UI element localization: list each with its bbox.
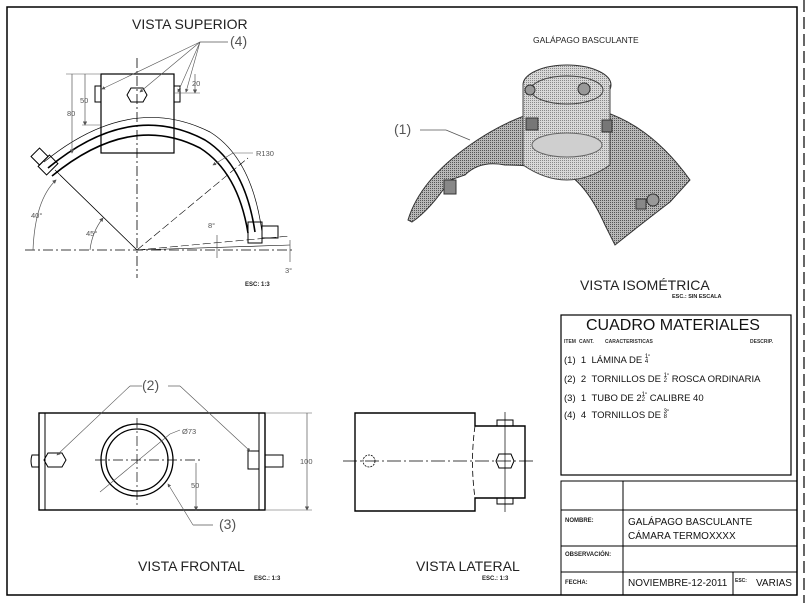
callout-1: (1) xyxy=(394,121,412,137)
dim-20: 20 xyxy=(192,79,201,88)
sheet-frame xyxy=(6,0,805,603)
materials-row-qty: 1 xyxy=(580,393,587,404)
materials-row-item: (4) xyxy=(564,410,576,421)
iso-view-scale: ESC.: SIN ESCALA xyxy=(672,294,722,300)
fecha-value: NOVIEMBRE-12-2011 xyxy=(628,578,728,589)
esc-value: VARIAS xyxy=(756,578,792,589)
nombre-line2: CÁMARA TERMOXXXX xyxy=(628,531,736,542)
dim-r130: R130 xyxy=(256,149,274,158)
callout-2: (2) xyxy=(142,377,160,393)
isometric-view xyxy=(407,64,691,246)
esc-label: ESC: xyxy=(735,578,747,584)
front-view-scale: ESC.: 1:3 xyxy=(254,576,281,582)
materials-row-text: LÁMINA DE xyxy=(591,355,643,366)
materials-row-text: TUBO DE 2 xyxy=(591,393,642,404)
materials-row-qty: 2 xyxy=(580,374,587,385)
materials-row-item: (3) xyxy=(564,393,576,404)
materials-row-item: (2) xyxy=(564,374,576,385)
side-view-title: VISTA LATERAL xyxy=(416,558,520,574)
dim-100: 100 xyxy=(300,457,313,466)
callout-4: (4) xyxy=(230,33,248,49)
dim-diameter: Ø73 xyxy=(182,427,197,436)
materials-row-qty: 4 xyxy=(580,410,587,421)
observacion-label: OBSERVACIÓN: xyxy=(565,552,612,558)
materials-row-text: TORNILLOS DE xyxy=(591,410,661,421)
materials-table-frame xyxy=(560,314,792,476)
angle-40: 40° xyxy=(31,211,43,220)
materials-row-item: (1) xyxy=(564,355,576,366)
top-view xyxy=(25,41,295,278)
fecha-label: FECHA: xyxy=(565,580,588,586)
materials-header-desc: CARACTERISTICAS xyxy=(605,339,653,345)
dim-50-top: 50 xyxy=(80,96,89,105)
dim-80: 80 xyxy=(67,109,76,118)
side-view xyxy=(343,412,535,512)
materials-title: CUADRO MATERIALES xyxy=(586,317,760,334)
nombre-label: NOMBRE: xyxy=(565,518,594,524)
callout-3: (3) xyxy=(219,516,237,532)
side-view-scale: ESC.: 1:3 xyxy=(482,576,509,582)
nombre-line1: GALÁPAGO BASCULANTE xyxy=(628,517,753,528)
title-block-frame xyxy=(560,480,798,596)
materials-row-text: TORNILLOS DE xyxy=(591,374,661,385)
dim-50-front: 50 xyxy=(191,481,200,490)
angle-8: 8° xyxy=(208,221,216,230)
angle-45: 45° xyxy=(86,229,98,238)
iso-view-title: VISTA ISOMÉTRICA xyxy=(580,277,710,293)
iso-heading: GALÁPAGO BASCULANTE xyxy=(533,35,639,45)
top-view-title: VISTA SUPERIOR xyxy=(132,16,248,32)
materials-row-qty: 1 xyxy=(580,355,587,366)
materials-header-descrip: DESCRIP. xyxy=(750,339,773,345)
top-view-scale: ESC: 1:3 xyxy=(245,282,270,288)
front-view xyxy=(30,385,312,526)
materials-header-qty: CANT. xyxy=(579,339,594,345)
front-view-title: VISTA FRONTAL xyxy=(138,558,245,574)
angle-3: 3° xyxy=(285,266,293,275)
materials-header-item: ITEM xyxy=(564,339,576,345)
